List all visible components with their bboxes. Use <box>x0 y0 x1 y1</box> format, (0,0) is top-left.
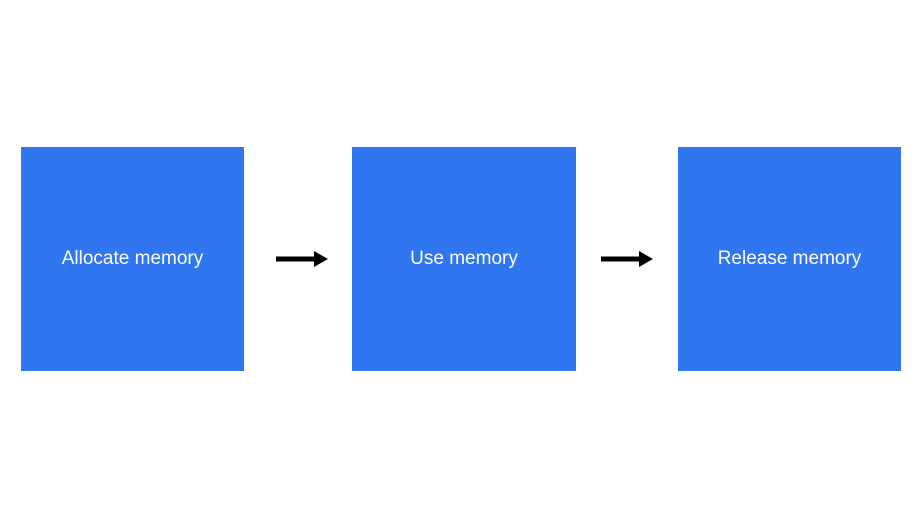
node-label-release-memory: Release memory <box>717 247 862 269</box>
arrow-right-icon <box>601 251 653 267</box>
flow-node-use-memory: Use memory <box>352 147 576 371</box>
node-label-allocate-memory: Allocate memory <box>61 247 204 269</box>
arrow-right-icon <box>276 251 328 267</box>
node-label-use-memory: Use memory <box>410 247 518 269</box>
flow-node-release-memory: Release memory <box>678 147 901 371</box>
flow-node-allocate-memory: Allocate memory <box>21 147 244 371</box>
